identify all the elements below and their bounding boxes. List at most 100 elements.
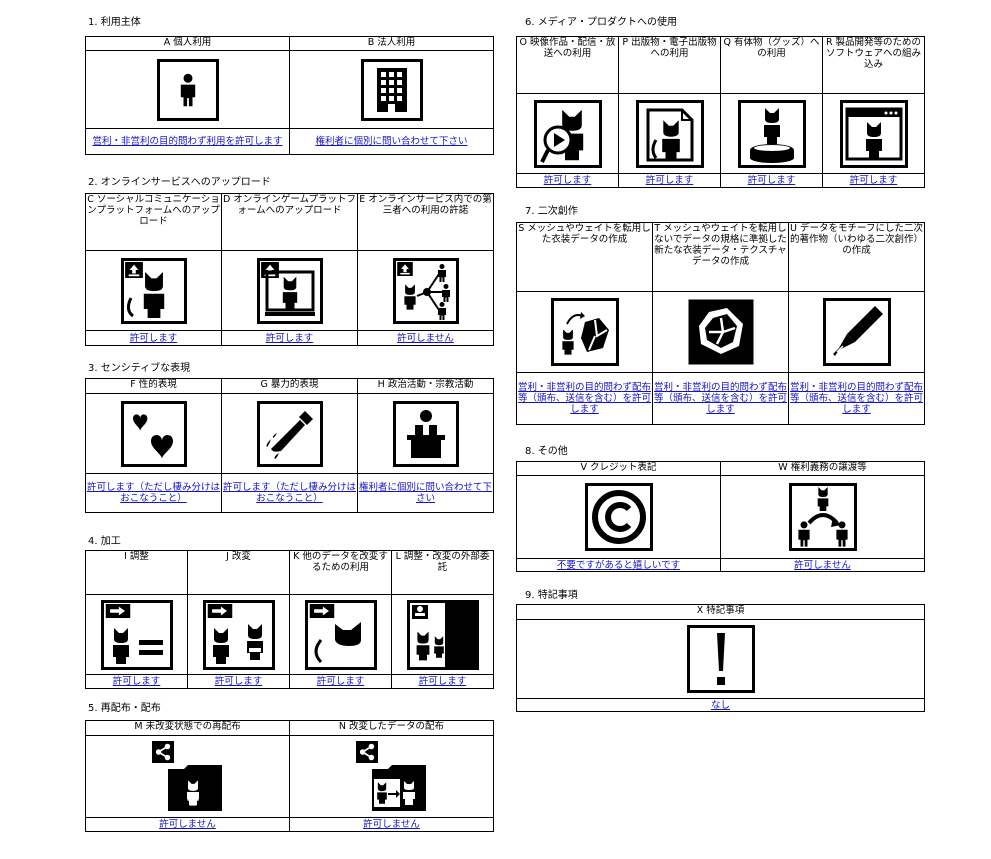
- item-v-icon-cell: [516, 475, 721, 559]
- video-icon: [533, 99, 602, 168]
- section-3-table: F 性的表現 G 暴力的表現 H 政治活動・宗教活動: [85, 378, 494, 513]
- item-g-status: 許可します（ただし棲み分けはおこなうこと）: [221, 473, 358, 513]
- modify-icon: [202, 599, 275, 670]
- item-q-status: 許可します: [720, 173, 823, 188]
- item-p-icon-cell: [618, 93, 721, 174]
- item-l-label: L 調整・改変の外部委託: [391, 550, 494, 595]
- item-p-label: P 出版物・電子出版物への利用: [618, 36, 721, 94]
- item-f-icon-cell: [85, 393, 222, 474]
- adjust-icon: [100, 599, 173, 670]
- item-f-status: 許可します（ただし棲み分けはおこなうこと）: [85, 473, 222, 513]
- section-6-table: O 映像作品・配信・放送への利用 P 出版物・電子出版物への利用 Q 有体物（グ…: [516, 36, 925, 188]
- item-d-status: 許可します: [221, 330, 358, 346]
- section-4-table: I 調整 J 改変 K 他のデータを改変するための利用 L 調整・改変の外部委託: [85, 550, 494, 689]
- knife-icon: [256, 400, 323, 467]
- item-k-icon-cell: [289, 594, 392, 675]
- item-x-label: X 特記事項: [516, 604, 925, 620]
- item-q-icon-cell: [720, 93, 823, 174]
- pen-nib-icon: [822, 298, 891, 366]
- item-b-label: B 法人利用: [289, 36, 494, 51]
- item-n-label: N 改変したデータの配布: [289, 720, 494, 736]
- item-w-icon-cell: [720, 475, 925, 559]
- item-c-label: C ソーシャルコミュニケーションプラットフォームへのアップロード: [85, 193, 222, 251]
- item-i-icon-cell: [85, 594, 188, 675]
- software-window-icon: [839, 99, 908, 168]
- item-g-icon-cell: [221, 393, 358, 474]
- figure-goods-icon: [737, 99, 806, 168]
- item-x-icon-cell: [516, 619, 925, 699]
- item-e-status: 許可しません: [357, 330, 494, 346]
- item-j-status: 許可します: [187, 674, 290, 689]
- upload-share-icon: [392, 257, 459, 324]
- costume-transfer-icon: [550, 298, 619, 366]
- item-k-status: 許可します: [289, 674, 392, 689]
- section-7-title: 7. 二次創作: [525, 206, 578, 217]
- outsource-icon: [406, 599, 479, 670]
- item-b-status: 権利者に個別に問い合わせて下さい: [289, 128, 494, 155]
- item-r-status: 許可します: [822, 173, 925, 188]
- upload-avatar-icon: [120, 257, 187, 324]
- section-6-title: 6. メディア・プロダクトへの使用: [525, 17, 678, 28]
- item-q-label: Q 有体物（グッズ）への利用: [720, 36, 823, 94]
- item-t-status: 営利・非営利の目的問わず配布等（頒布、送信を含む）を許可します: [652, 372, 789, 425]
- item-t-icon-cell: [652, 291, 789, 373]
- distribute-modified-icon: [355, 740, 426, 811]
- item-v-label: V クレジット表記: [516, 461, 721, 476]
- item-i-status: 許可します: [85, 674, 188, 689]
- section-4-title: 4. 加工: [88, 536, 121, 547]
- item-w-status: 許可しません: [720, 558, 925, 572]
- item-h-status: 権利者に個別に問い合わせて下さい: [357, 473, 494, 513]
- hearts-icon: [120, 400, 187, 467]
- section-2-title: 2. オンラインサービスへのアップロード: [88, 177, 271, 188]
- redistribute-icon: [151, 740, 222, 811]
- item-i-label: I 調整: [85, 550, 188, 595]
- section-8-title: 8. その他: [525, 446, 568, 457]
- item-k-label: K 他のデータを改変するための利用: [289, 550, 392, 595]
- item-d-label: D オンラインゲームプラットフォームへのアップロード: [221, 193, 358, 251]
- upload-screen-icon: [256, 257, 323, 324]
- transfer-icon: [788, 483, 857, 551]
- item-x-status: なし: [516, 698, 925, 712]
- item-t-label: T メッシュやウェイトを転用しないでデータの規格に準拠した新たな衣装データ・テク…: [652, 222, 789, 292]
- item-s-status: 営利・非営利の目的問わず配布等（頒布、送信を含む）を許可します: [516, 372, 653, 425]
- item-m-icon-cell: [85, 735, 290, 818]
- item-w-label: W 権利義務の譲渡等: [720, 461, 925, 476]
- item-j-label: J 改変: [187, 550, 290, 595]
- item-u-status: 営利・非営利の目的問わず配布等（頒布、送信を含む）を許可します: [788, 372, 925, 425]
- item-a-icon-cell: [85, 50, 290, 129]
- section-7-table: S メッシュやウェイトを転用した衣装データの作成 T メッシュやウェイトを転用し…: [516, 222, 925, 425]
- section-1-title: 1. 利用主体: [88, 17, 141, 28]
- section-2-table: C ソーシャルコミュニケーションプラットフォームへのアップロード D オンライン…: [85, 193, 494, 346]
- item-b-icon-cell: [289, 50, 494, 129]
- section-1-table: A 個人利用 B 法人利用 営利・非営利の目的問わず利用を許可します 権利者に個…: [85, 36, 494, 155]
- item-h-label: H 政治活動・宗教活動: [357, 378, 494, 394]
- item-p-status: 許可します: [618, 173, 721, 188]
- copyright-icon: [584, 483, 653, 551]
- item-l-status: 許可します: [391, 674, 494, 689]
- item-r-label: R 製品開発等のためのソフトウェアへの組み込み: [822, 36, 925, 94]
- item-g-label: G 暴力的表現: [221, 378, 358, 394]
- item-a-status: 営利・非営利の目的問わず利用を許可します: [85, 128, 290, 155]
- office-building-icon: [360, 58, 423, 121]
- section-9-title: 9. 特記事項: [525, 590, 578, 601]
- item-n-status: 許可しません: [289, 817, 494, 832]
- item-o-status: 許可します: [516, 173, 619, 188]
- item-v-status: 不要ですがあると嬉しいです: [516, 558, 721, 572]
- costume-icon: [688, 299, 753, 365]
- item-o-icon-cell: [516, 93, 619, 174]
- item-f-label: F 性的表現: [85, 378, 222, 394]
- item-m-status: 許可しません: [85, 817, 290, 832]
- section-3-title: 3. センシティブな表現: [88, 363, 191, 374]
- item-o-label: O 映像作品・配信・放送への利用: [516, 36, 619, 94]
- person-icon: [156, 58, 219, 121]
- section-5-table: M 未改変状態での再配布 N 改変したデータの配布 許可しません 許可しませ: [85, 720, 494, 832]
- section-8-table: V クレジット表記 W 権利義務の譲渡等 不要ですがあると嬉しいです 許可しませ…: [516, 461, 925, 572]
- section-9-table: X 特記事項 なし: [516, 604, 925, 712]
- item-e-label: E オンラインサービス内での第三者への利用の許諾: [357, 193, 494, 251]
- item-c-icon-cell: [85, 250, 222, 331]
- item-u-icon-cell: [788, 291, 925, 373]
- item-n-icon-cell: [289, 735, 494, 818]
- section-5-title: 5. 再配布・配布: [88, 703, 161, 714]
- podium-icon: [392, 400, 459, 467]
- publication-icon: [635, 99, 704, 168]
